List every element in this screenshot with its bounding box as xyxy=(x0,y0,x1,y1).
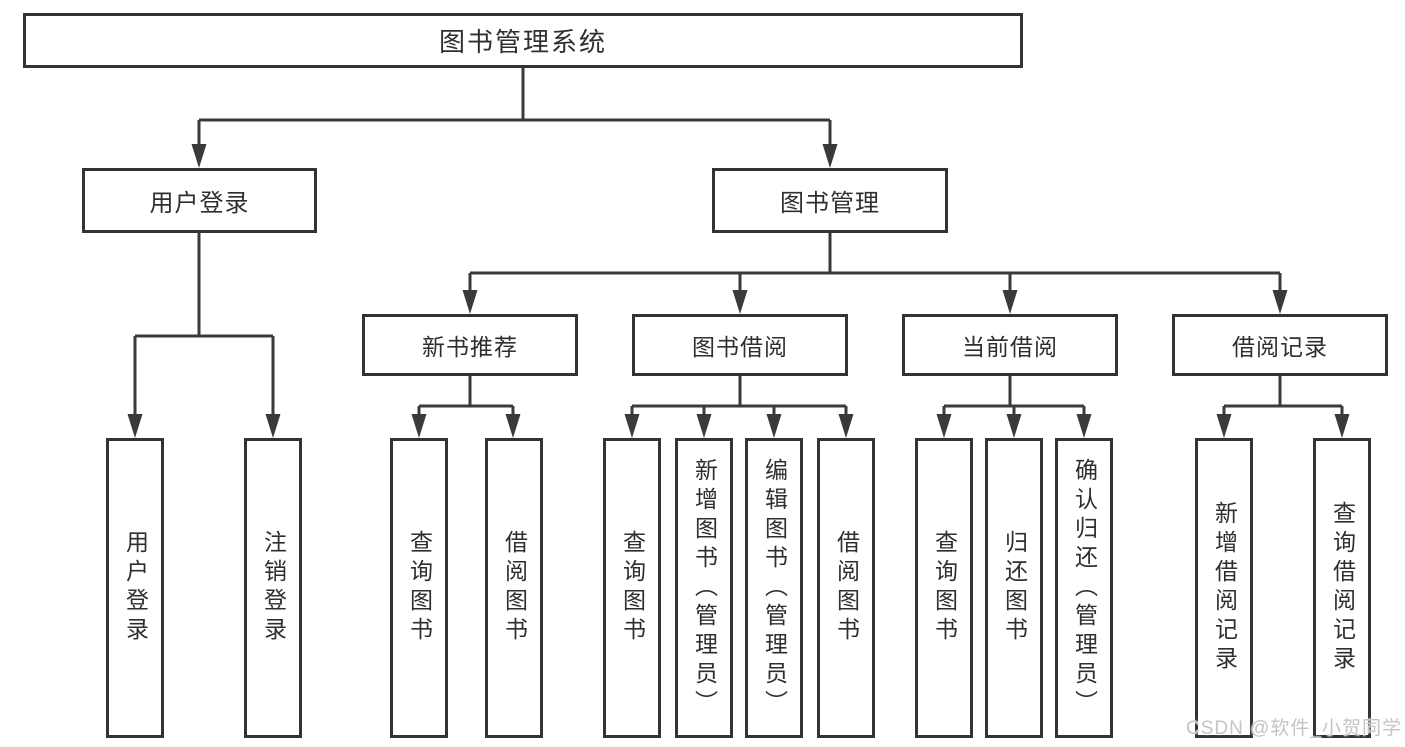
arrowheads xyxy=(127,144,1350,438)
arrowhead xyxy=(766,414,782,438)
arrowhead xyxy=(127,414,143,438)
node-label: 查询图书 xyxy=(619,530,646,646)
arrowhead xyxy=(822,144,838,168)
node-label: 借阅图书 xyxy=(501,530,528,646)
arrowhead xyxy=(936,414,952,438)
arrowhead xyxy=(696,414,712,438)
connector-book-borrow-split xyxy=(630,376,848,418)
leaf-query-books-current: 查询图书 xyxy=(915,438,973,738)
node-book-management: 图书管理 xyxy=(712,168,948,233)
connector-lines xyxy=(133,68,1344,418)
node-label: 新增借阅记录 xyxy=(1211,501,1238,675)
arrowhead xyxy=(1334,414,1350,438)
node-system-title: 图书管理系统 xyxy=(23,13,1023,68)
arrowhead xyxy=(191,144,207,168)
connector-borrow-records-split xyxy=(1222,376,1344,418)
arrowhead xyxy=(1272,290,1288,314)
node-label: 编辑图书（管理员） xyxy=(761,457,788,719)
arrowhead xyxy=(265,414,281,438)
node-label: 查询图书 xyxy=(931,530,958,646)
node-label: 借阅图书 xyxy=(833,530,860,646)
leaf-add-books-admin: 新增图书（管理员） xyxy=(675,438,733,738)
node-label: 借阅记录 xyxy=(1232,334,1328,360)
leaf-edit-books-admin: 编辑图书（管理员） xyxy=(745,438,803,738)
leaf-add-borrow-record: 新增借阅记录 xyxy=(1195,438,1253,738)
connector-user-login-split xyxy=(133,233,275,418)
node-label: 用户登录 xyxy=(122,530,149,646)
node-label: 用户登录 xyxy=(149,190,250,217)
leaf-borrow-books-recommend: 借阅图书 xyxy=(485,438,543,738)
node-new-book-recommend: 新书推荐 xyxy=(362,314,578,376)
node-label: 图书管理系统 xyxy=(438,27,607,57)
connector-current-borrow-split xyxy=(942,376,1086,418)
node-label: 图书管理 xyxy=(780,190,880,217)
node-label: 新书推荐 xyxy=(422,334,518,360)
arrowhead xyxy=(1006,414,1022,438)
leaf-return-books: 归还图书 xyxy=(985,438,1043,738)
csdn-watermark: CSDN @软件_小贺同学 xyxy=(1186,718,1402,739)
node-user-login: 用户登录 xyxy=(82,168,317,233)
connector-root-split xyxy=(197,68,832,148)
node-book-borrowing: 图书借阅 xyxy=(632,314,848,376)
leaf-user-login: 用户登录 xyxy=(106,438,164,738)
connector-book-mgmt-split xyxy=(468,233,1282,294)
leaf-borrow-books: 借阅图书 xyxy=(817,438,875,738)
arrowhead xyxy=(1076,414,1092,438)
leaf-query-books-borrowing: 查询图书 xyxy=(603,438,661,738)
leaf-logout: 注销登录 xyxy=(244,438,302,738)
arrowhead xyxy=(732,290,748,314)
arrowhead xyxy=(1002,290,1018,314)
arrowhead xyxy=(624,414,640,438)
leaf-confirm-return-admin: 确认归还（管理员） xyxy=(1055,438,1113,738)
node-current-borrowing: 当前借阅 xyxy=(902,314,1118,376)
node-label: 图书借阅 xyxy=(692,334,788,360)
node-label: 归还图书 xyxy=(1001,530,1028,646)
connector-new-books-split xyxy=(417,376,515,418)
arrowhead xyxy=(462,290,478,314)
arrowhead xyxy=(411,414,427,438)
node-label: 查询借阅记录 xyxy=(1329,501,1356,675)
arrowhead xyxy=(1216,414,1232,438)
node-label: 新增图书（管理员） xyxy=(691,457,718,719)
leaf-query-borrow-record: 查询借阅记录 xyxy=(1313,438,1371,738)
node-label: 当前借阅 xyxy=(962,334,1058,360)
arrowhead xyxy=(505,414,521,438)
node-label: 确认归还（管理员） xyxy=(1071,457,1098,719)
node-borrow-records: 借阅记录 xyxy=(1172,314,1388,376)
arrowhead xyxy=(838,414,854,438)
node-label: 注销登录 xyxy=(260,530,287,646)
leaf-query-books-recommend: 查询图书 xyxy=(390,438,448,738)
node-label: 查询图书 xyxy=(406,530,433,646)
